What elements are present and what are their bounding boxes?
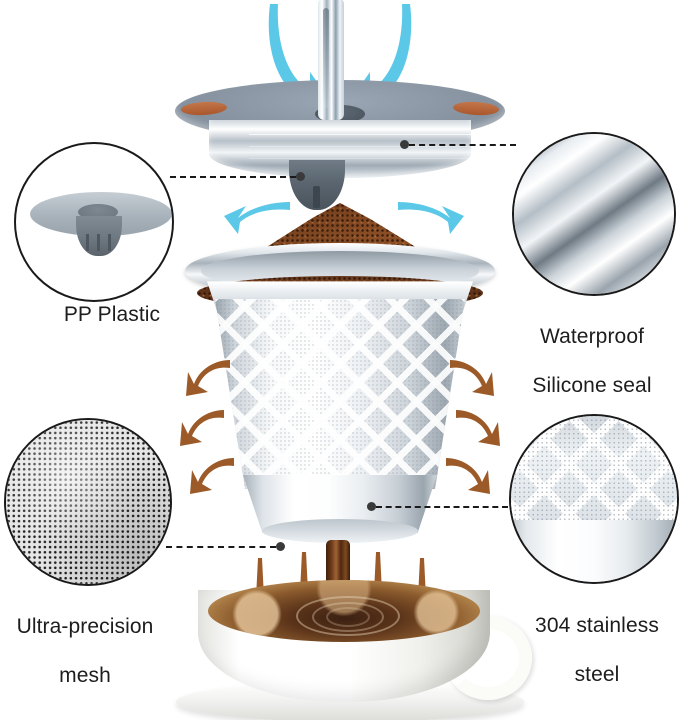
basket-mesh-wall: [215, 299, 465, 489]
brew-arrow-right-2: [454, 408, 500, 454]
callout-circle-mesh: [4, 418, 172, 586]
callout-label-pp-plastic: PP Plastic: [63, 303, 161, 326]
stainless-lattice-wall: [511, 416, 677, 522]
callout-label-silicone-seal-line2: Silicone seal: [532, 373, 652, 397]
water-stream: [318, 0, 344, 120]
callout-label-stainless-steel-line2: steel: [574, 662, 620, 686]
brew-arrow-right-1: [448, 358, 494, 404]
callout-label-mesh: Ultra-precision mesh: [0, 590, 170, 713]
leader-dot-pp-plastic: [296, 172, 305, 181]
brew-arrow-left-3: [190, 456, 236, 502]
coffee-cup: [170, 580, 532, 720]
callout-circle-stainless-steel: [509, 414, 679, 584]
leader-line-silicone-seal: [409, 144, 516, 146]
leader-line-mesh: [166, 546, 276, 548]
callout-label-silicone-seal: Waterproof Silicone seal: [502, 300, 679, 423]
basket-bottom: [262, 519, 418, 543]
leader-dot-mesh: [276, 542, 285, 551]
leader-dot-stainless-steel: [367, 502, 376, 511]
stainless-base-band: [511, 520, 677, 582]
callout-label-stainless-steel: 304 stainless steel: [507, 589, 679, 712]
brew-arrow-right-3: [444, 456, 490, 502]
silicone-seal-surface: [514, 134, 674, 294]
callout-circle-pp-plastic: [14, 142, 174, 302]
callout-label-silicone-seal-line1: Waterproof: [539, 324, 645, 348]
callout-label-mesh-line2: mesh: [59, 663, 111, 687]
water-arrow-spray-far-left: [222, 196, 292, 236]
callout-label-mesh-line1: Ultra-precision: [16, 614, 154, 638]
water-arrow-spray-far-right: [396, 196, 466, 236]
leader-line-pp-plastic: [170, 176, 296, 178]
leader-line-stainless-steel: [376, 506, 508, 508]
nozzle-slot: [313, 186, 320, 208]
leader-dot-silicone-seal: [400, 140, 409, 149]
callout-label-stainless-steel-line1: 304 stainless: [535, 613, 659, 637]
callout-circle-silicone-seal: [512, 132, 676, 296]
coffee-liquid-surface: [208, 580, 480, 642]
brew-arrow-left-2: [180, 408, 226, 454]
brew-arrow-left-1: [186, 358, 232, 404]
precision-mesh-shading: [6, 420, 170, 584]
